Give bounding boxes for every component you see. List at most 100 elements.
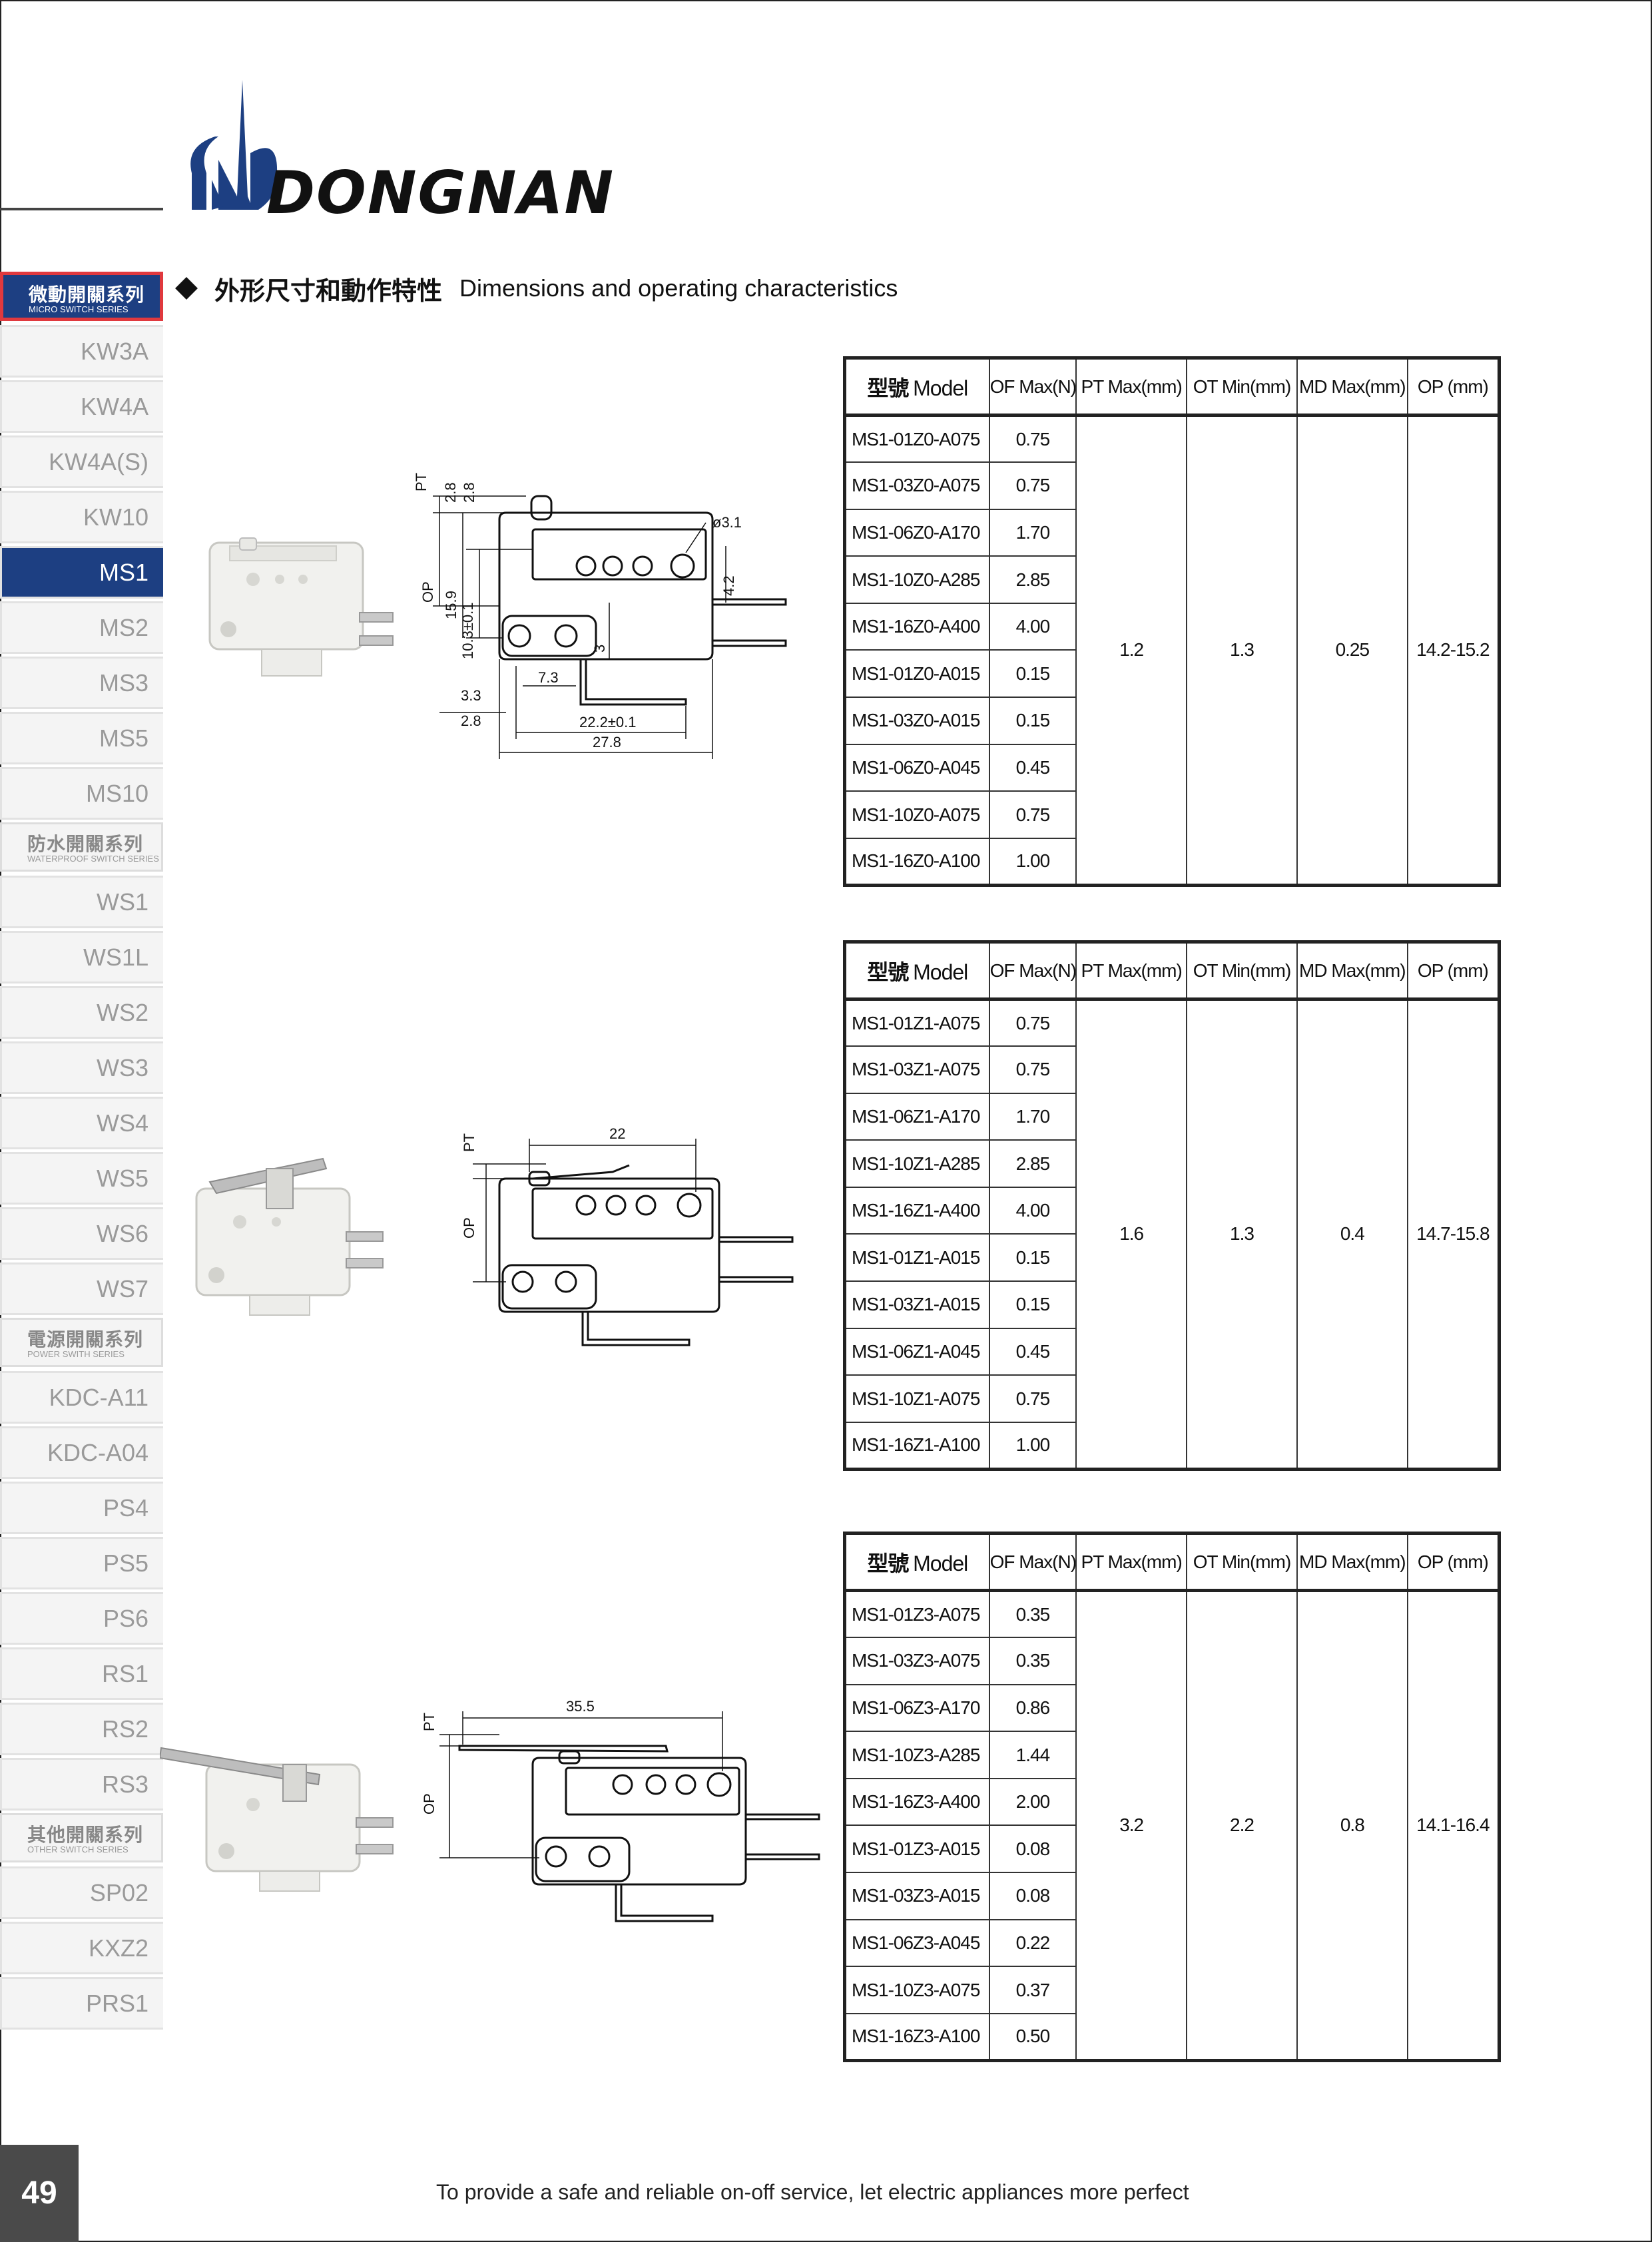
cell-model: MS1-16Z3-A100 xyxy=(844,2012,990,2062)
sidebar-item-rs1[interactable]: RS1 xyxy=(0,1647,163,1700)
sidebar-item-ws2[interactable]: WS2 xyxy=(0,986,163,1039)
sidebar-item-ws3[interactable]: WS3 xyxy=(0,1041,163,1094)
sidebar-item-kdc-a04[interactable]: KDC-A04 xyxy=(0,1426,163,1479)
cell-of: 0.15 xyxy=(988,1280,1077,1329)
cell-of: 0.75 xyxy=(988,998,1077,1047)
sidebar-item-ms10[interactable]: MS10 xyxy=(0,767,163,820)
sidebar-item-ws1l[interactable]: WS1L xyxy=(0,931,163,983)
cell-of: 4.00 xyxy=(988,1186,1077,1235)
cell-of: 0.15 xyxy=(988,649,1077,699)
cell-md: 0.8 xyxy=(1296,1589,1408,2062)
sidebar-item-ws1[interactable]: WS1 xyxy=(0,876,163,928)
sidebar-item-prs1[interactable]: PRS1 xyxy=(0,1977,163,2030)
sidebar-item-rs2[interactable]: RS2 xyxy=(0,1703,163,1755)
sidebar-item-kw10[interactable]: KW10 xyxy=(0,491,163,543)
sidebar-item-ms3[interactable]: MS3 xyxy=(0,657,163,709)
cell-model: MS1-16Z3-A400 xyxy=(844,1777,990,1826)
header-of: OF Max(N) xyxy=(988,357,1077,417)
ms1-hinge-lever-dimension-drawing: PT OP 22 xyxy=(461,1125,794,1346)
sidebar-item-ps4[interactable]: PS4 xyxy=(0,1482,163,1534)
cell-ot: 1.3 xyxy=(1186,998,1298,1470)
cell-pt: 3.2 xyxy=(1075,1589,1188,2062)
cell-op: 14.1-16.4 xyxy=(1406,1589,1500,2062)
sidebar-item-kw3a[interactable]: KW3A xyxy=(0,325,163,378)
sidebar-item-ms5[interactable]: MS5 xyxy=(0,712,163,764)
sidebar-item-kw4a-s-[interactable]: KW4A(S) xyxy=(0,435,163,488)
cell-model: MS1-16Z1-A400 xyxy=(844,1186,990,1235)
sidebar-item-kdc-a11[interactable]: KDC-A11 xyxy=(0,1371,163,1424)
header-ot: OT Min(mm) xyxy=(1186,1532,1298,1592)
header-model: 型號 Model xyxy=(844,357,990,417)
cell-md: 0.25 xyxy=(1296,414,1408,886)
cell-model: MS1-10Z0-A075 xyxy=(844,790,990,839)
cell-model: MS1-10Z1-A075 xyxy=(844,1374,990,1423)
header-op: OP (mm) xyxy=(1406,1532,1500,1592)
header-pt: PT Max(mm) xyxy=(1075,357,1188,417)
ms1-plain-photo xyxy=(208,537,394,677)
brand-name: DONGNAN xyxy=(266,158,615,227)
header-op: OP (mm) xyxy=(1406,357,1500,417)
sidebar-item-ps6[interactable]: PS6 xyxy=(0,1592,163,1645)
cell-of: 0.75 xyxy=(988,1374,1077,1423)
cell-model: MS1-03Z0-A015 xyxy=(844,697,990,745)
sidebar-item-ws7[interactable]: WS7 xyxy=(0,1262,163,1315)
sidebar-item-ps5[interactable]: PS5 xyxy=(0,1537,163,1589)
header-model: 型號 Model xyxy=(844,941,990,1001)
page-number: 49 xyxy=(0,2145,79,2242)
sidebar-category-title-zh: 電源開關系列 xyxy=(27,1328,144,1350)
cell-model: MS1-10Z3-A075 xyxy=(844,1966,990,2014)
svg-text:2.8: 2.8 xyxy=(461,712,481,729)
svg-text:10.3±0.1: 10.3±0.1 xyxy=(459,603,476,659)
sidebar-item-ws4[interactable]: WS4 xyxy=(0,1097,163,1149)
sidebar-category-title-zh: 微動開關系列 xyxy=(29,284,145,306)
sidebar-item-sp02[interactable]: SP02 xyxy=(0,1866,163,1919)
cell-model: MS1-10Z3-A285 xyxy=(844,1731,990,1779)
cell-of: 0.75 xyxy=(988,461,1077,510)
cell-model: MS1-03Z3-A075 xyxy=(844,1637,990,1685)
sidebar-item-rs3[interactable]: RS3 xyxy=(0,1758,163,1811)
sidebar-item-ws5[interactable]: WS5 xyxy=(0,1152,163,1205)
sidebar-item-kxz2[interactable]: KXZ2 xyxy=(0,1922,163,1974)
cell-of: 1.00 xyxy=(988,837,1077,886)
sidebar-category-title-zh: 其他開關系列 xyxy=(27,1824,144,1846)
logo-mark-icon xyxy=(190,80,278,210)
cell-of: 1.44 xyxy=(988,1731,1077,1779)
cell-model: MS1-01Z3-A015 xyxy=(844,1824,990,1874)
header-model-zh: 型號 xyxy=(867,959,909,985)
section-title-en: Dimensions and operating characteristics xyxy=(459,274,898,302)
ms1-hinge-lever-photo xyxy=(195,1157,384,1316)
sidebar-item-ws6[interactable]: WS6 xyxy=(0,1207,163,1260)
header-ot: OT Min(mm) xyxy=(1186,941,1298,1001)
cell-model: MS1-01Z3-A075 xyxy=(844,1589,990,1639)
sidebar-item-ms1[interactable]: MS1 xyxy=(0,546,163,599)
sidebar-category-title-zh: 防水開關系列 xyxy=(27,833,144,855)
cell-model: MS1-06Z3-A045 xyxy=(844,1918,990,1968)
cell-model: MS1-03Z1-A015 xyxy=(844,1280,990,1329)
svg-text:15.9: 15.9 xyxy=(443,591,459,619)
sidebar-category-title-en: POWER SWITH SERIES xyxy=(27,1349,125,1359)
sidebar-item-ms2[interactable]: MS2 xyxy=(0,601,163,654)
header-ot: OT Min(mm) xyxy=(1186,357,1298,417)
header-md: MD Max(mm) xyxy=(1296,1532,1408,1592)
cell-model: MS1-01Z0-A075 xyxy=(844,414,990,463)
sidebar-item-kw4a[interactable]: KW4A xyxy=(0,380,163,433)
